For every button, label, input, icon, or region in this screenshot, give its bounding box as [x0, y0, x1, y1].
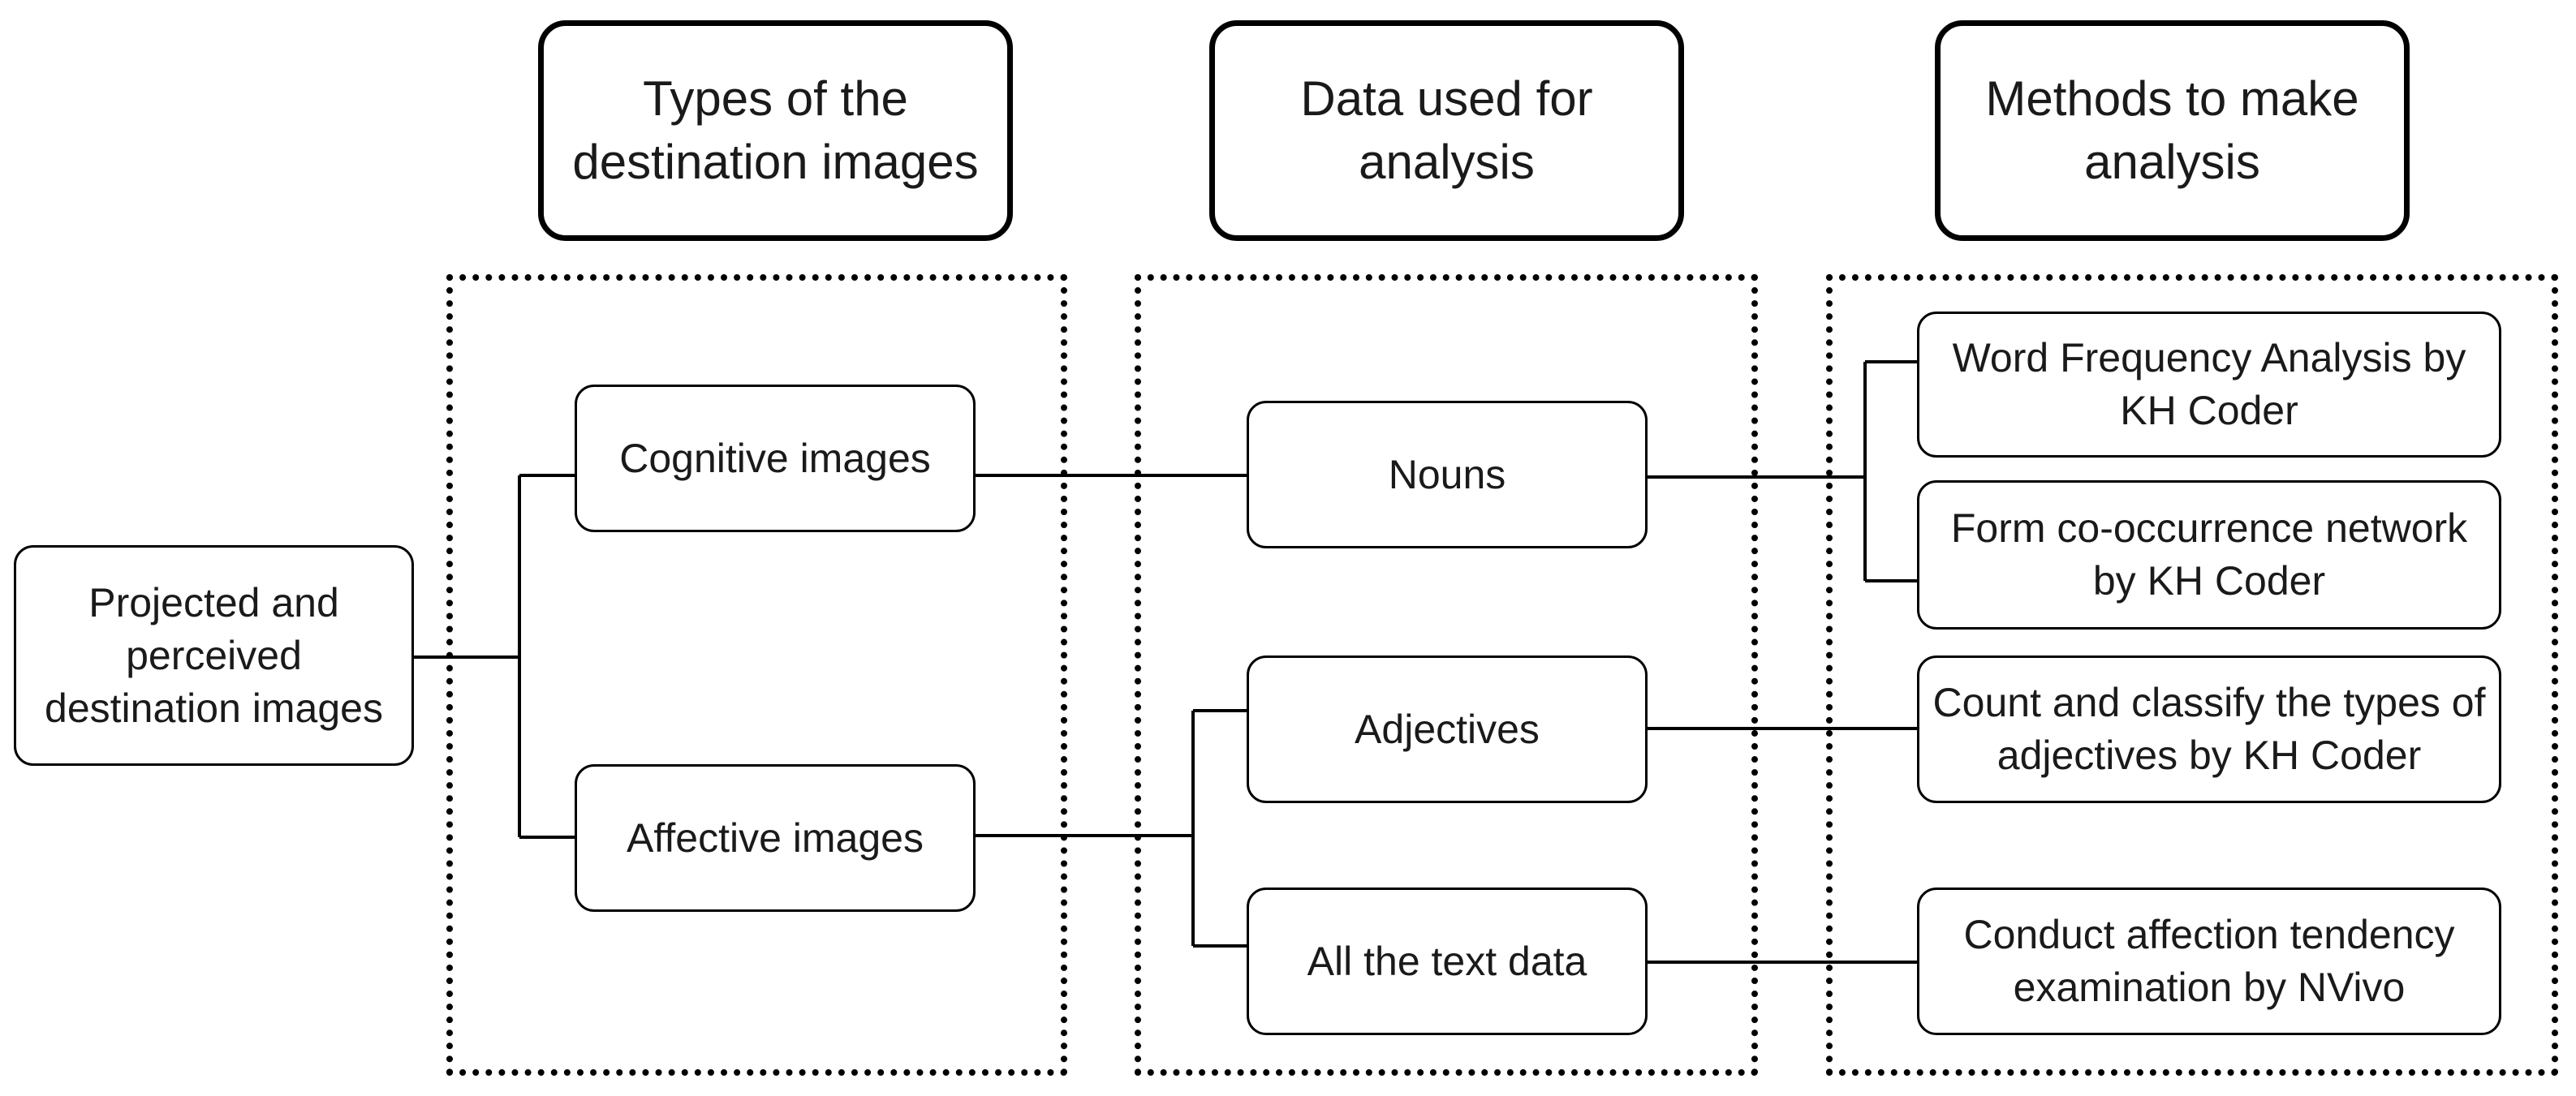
cooccurrence-label: Form co-occurrence network by KH Coder — [1950, 505, 2468, 604]
methods-group-frame — [1826, 274, 2558, 1076]
nouns-node: Nouns — [1247, 401, 1648, 548]
cognitive-images-label: Cognitive images — [619, 435, 931, 481]
adjective-count-label: Count and classify the types of adjectiv… — [1932, 680, 2486, 778]
connector-nouns-methods — [1646, 360, 1919, 582]
affection-tendency-node: Conduct affection tendency examination b… — [1917, 888, 2501, 1035]
word-frequency-node: Word Frequency Analysis by KH Coder — [1917, 312, 2501, 458]
root-node-label: Projected and perceived destination imag… — [45, 579, 383, 731]
nouns-label: Nouns — [1388, 451, 1506, 497]
all-text-data-label: All the text data — [1307, 938, 1587, 984]
types-group-frame — [446, 274, 1067, 1076]
cognitive-images-node: Cognitive images — [575, 385, 976, 532]
header-types-label: Types of the destination images — [572, 71, 979, 189]
header-types: Types of the destination images — [538, 20, 1013, 241]
affective-images-node: Affective images — [575, 764, 976, 912]
adjective-count-node: Count and classify the types of adjectiv… — [1917, 655, 2501, 803]
header-data: Data used for analysis — [1209, 20, 1684, 241]
all-text-data-node: All the text data — [1247, 888, 1648, 1035]
adjectives-node: Adjectives — [1247, 655, 1648, 803]
data-group-frame — [1135, 274, 1758, 1076]
connector-affective-data — [974, 709, 1248, 948]
header-methods-label: Methods to make analysis — [1985, 71, 2359, 189]
word-frequency-label: Word Frequency Analysis by KH Coder — [1952, 335, 2466, 433]
root-node: Projected and perceived destination imag… — [14, 545, 414, 766]
adjectives-label: Adjectives — [1355, 706, 1540, 752]
affection-tendency-label: Conduct affection tendency examination b… — [1963, 912, 2455, 1010]
cooccurrence-node: Form co-occurrence network by KH Coder — [1917, 480, 2501, 630]
affective-images-label: Affective images — [627, 814, 924, 861]
header-data-label: Data used for analysis — [1300, 71, 1593, 189]
header-methods: Methods to make analysis — [1935, 20, 2410, 241]
connector-root-types — [412, 474, 576, 839]
